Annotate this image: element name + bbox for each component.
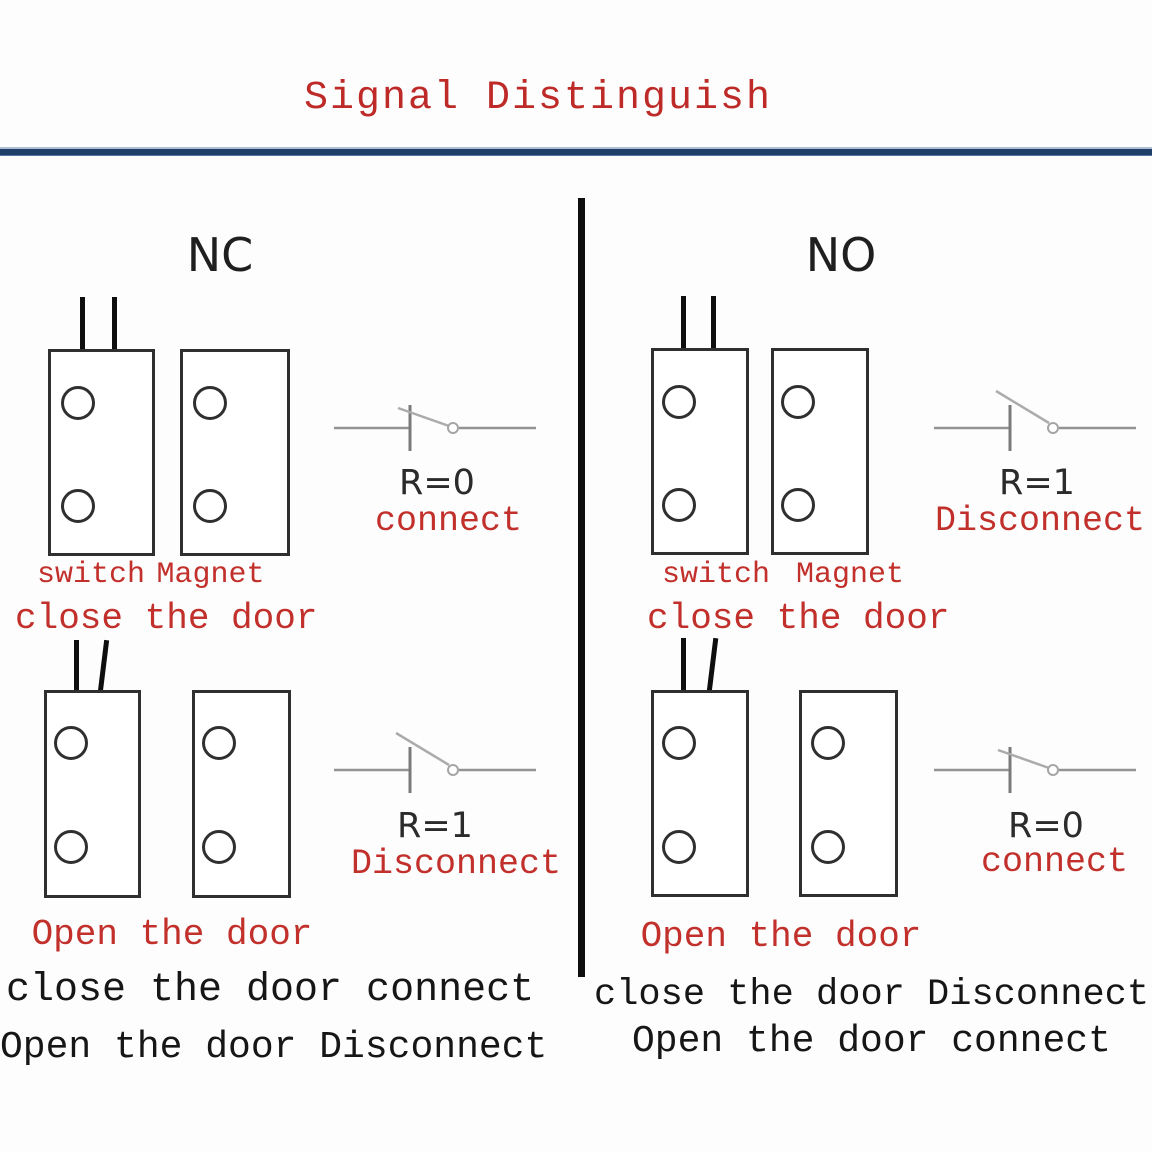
diagram-title: Signal Distinguish <box>303 76 773 121</box>
sensor-magnet-body <box>192 690 291 898</box>
wire-pin-icon <box>706 637 719 693</box>
open-switch-icon <box>934 389 1136 451</box>
resistance-value: R=0 <box>1008 806 1084 846</box>
summary-line: close the door connect <box>6 968 535 1013</box>
column-divider <box>578 198 585 977</box>
sensor-switch-body <box>48 349 155 556</box>
wire-pin-icon <box>80 297 85 352</box>
circuit-result-label: Disconnect <box>935 501 1146 541</box>
magnet-part-label: Magnet <box>156 558 265 592</box>
screw-hole-icon <box>61 489 95 523</box>
no-heading: NO <box>805 228 877 282</box>
sensor-magnet-body <box>799 690 898 897</box>
screw-hole-icon <box>202 830 236 864</box>
screw-hole-icon <box>54 726 88 760</box>
screw-hole-icon <box>811 726 845 760</box>
screw-hole-icon <box>54 830 88 864</box>
switch-part-label: switch <box>36 558 146 592</box>
screw-hole-icon <box>193 386 227 420</box>
door-state-caption: close the door <box>15 598 318 639</box>
switch-part-label: switch <box>661 558 771 592</box>
screw-hole-icon <box>662 385 696 419</box>
screw-hole-icon <box>662 726 696 760</box>
sensor-magnet-body <box>771 348 869 555</box>
summary-line: close the door Disconnect <box>594 974 1150 1016</box>
screw-hole-icon <box>662 830 696 864</box>
resistance-value: R=0 <box>399 463 475 503</box>
sensor-magnet-body <box>180 349 290 556</box>
open-switch-icon <box>334 731 536 793</box>
circuit-result-label: Disconnect <box>351 844 562 884</box>
summary-line: Open the door Disconnect <box>0 1026 548 1069</box>
wire-pin-icon <box>97 639 110 693</box>
screw-hole-icon <box>781 385 815 419</box>
closed-switch-icon <box>334 405 536 451</box>
screw-hole-icon <box>193 489 227 523</box>
screw-hole-icon <box>202 726 236 760</box>
wire-pin-icon <box>681 638 686 692</box>
resistance-value: R=1 <box>397 806 473 846</box>
screw-hole-icon <box>662 488 696 522</box>
nc-heading: NC <box>186 228 254 282</box>
door-state-caption: close the door <box>647 598 950 639</box>
door-state-caption: Open the door <box>640 916 922 957</box>
screw-hole-icon <box>61 386 95 420</box>
screw-hole-icon <box>811 830 845 864</box>
summary-line: Open the door connect <box>632 1020 1111 1063</box>
wire-pin-icon <box>681 296 686 350</box>
closed-switch-icon <box>934 747 1136 793</box>
resistance-value: R=1 <box>999 463 1075 503</box>
magnet-part-label: Magnet <box>795 558 905 592</box>
sensor-switch-body <box>651 690 749 897</box>
circuit-result-label: connect <box>374 501 523 541</box>
circuit-result-label: connect <box>980 842 1129 882</box>
wire-pin-icon <box>112 297 117 352</box>
screw-hole-icon <box>781 488 815 522</box>
sensor-switch-body <box>651 348 749 555</box>
door-state-caption: Open the door <box>31 914 313 955</box>
wire-pin-icon <box>74 640 79 692</box>
title-underline <box>0 147 1152 156</box>
sensor-switch-body <box>44 690 141 898</box>
wire-pin-icon <box>711 296 716 350</box>
